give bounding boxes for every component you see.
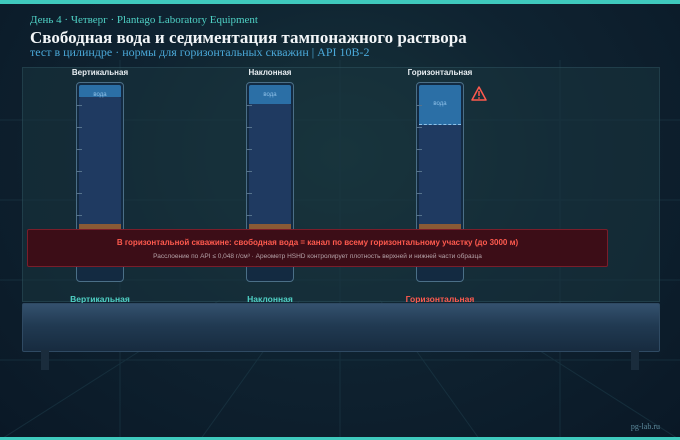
sediment-layer (79, 224, 121, 229)
free-water-layer (249, 85, 291, 104)
free-water-layer (79, 85, 121, 97)
graduation-tick (76, 193, 82, 194)
footer-site: pg-lab.ru (630, 422, 660, 431)
graduation-tick (76, 171, 82, 172)
cylinder-bottom-label-vertical: Вертикальная (70, 294, 130, 304)
warning-triangle-icon (471, 86, 487, 101)
graduation-tick (76, 215, 82, 216)
cylinder-bottom-label-horizontal: Горизонтальная (405, 294, 475, 304)
page-subtitle: тест в цилиндре · нормы для горизонтальн… (30, 45, 370, 59)
bench-leg-right (631, 350, 639, 370)
free-water-layer (419, 85, 461, 125)
cylinder-top-label-horizontal: Горизонтальная (407, 68, 473, 77)
graduation-tick (76, 127, 82, 128)
graduation-tick (416, 193, 422, 194)
graduation-tick (246, 171, 252, 172)
graduation-tick (76, 149, 82, 150)
day-caption: День 4 · Четверг · Plantago Laboratory E… (30, 14, 258, 26)
warning-banner-subtitle: Расслоение по API ≤ 0,048 г/см³ · Ареоме… (153, 253, 482, 260)
graduation-tick (76, 105, 82, 106)
graduation-tick (416, 215, 422, 216)
cylinder-bottom-label-inclined: Наклонная (247, 294, 293, 304)
water-label: вода (263, 92, 277, 98)
water-label: вода (93, 92, 107, 98)
graduation-tick (246, 215, 252, 216)
graduation-tick (246, 149, 252, 150)
sediment-layer (419, 224, 461, 229)
page-title: Свободная вода и седиментация тампонажно… (30, 28, 467, 47)
lab-bench (22, 303, 660, 352)
graduation-tick (416, 127, 422, 128)
warning-banner-title: В горизонтальной скважине: свободная вод… (116, 238, 519, 247)
cement-column (419, 124, 461, 229)
cement-column (79, 97, 121, 229)
graduation-tick (246, 127, 252, 128)
graduation-tick (246, 193, 252, 194)
top-accent-stripe (0, 0, 680, 4)
cement-column (249, 104, 291, 229)
bottom-accent-stripe (0, 437, 680, 440)
graduation-tick (416, 171, 422, 172)
graduation-tick (246, 105, 252, 106)
cylinder-top-label-vertical: Вертикальная (71, 68, 129, 77)
warning-banner: В горизонтальной скважине: свободная вод… (27, 229, 608, 267)
graduation-tick (416, 105, 422, 106)
bench-leg-left (41, 350, 49, 370)
graduation-tick (416, 149, 422, 150)
cylinder-top-label-inclined: Наклонная (248, 68, 292, 77)
water-label: вода (433, 101, 447, 107)
sediment-layer (249, 224, 291, 229)
